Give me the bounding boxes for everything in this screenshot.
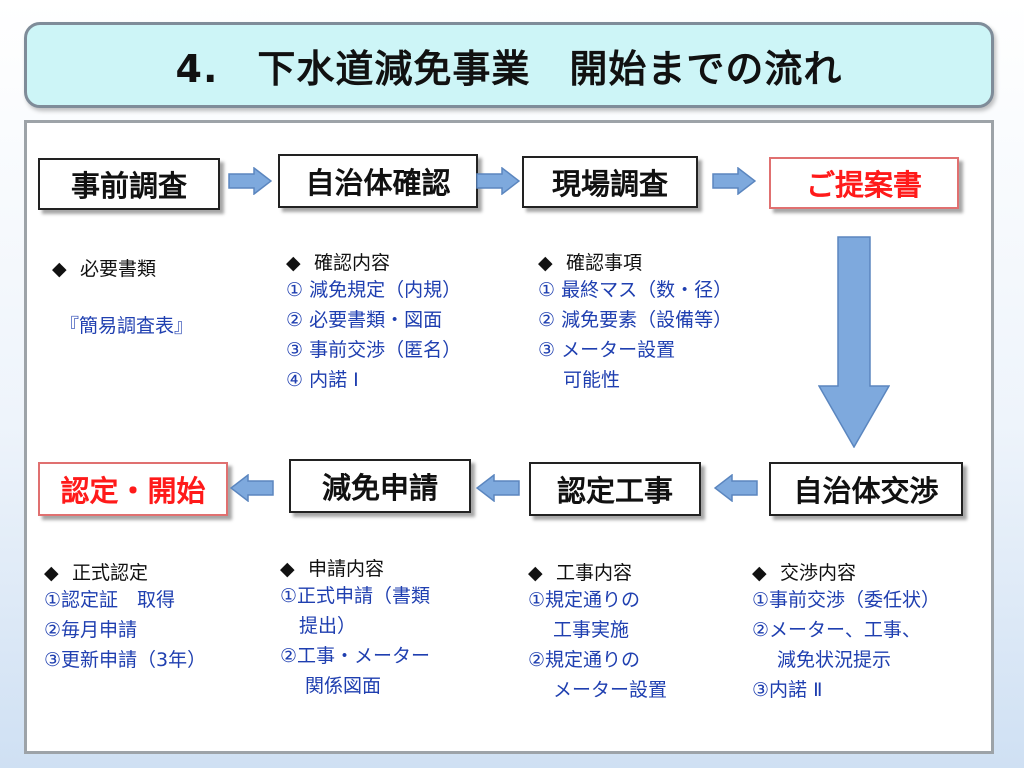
step-certification-start: 認定・開始: [38, 462, 228, 516]
detail-line: ② 減免要素（設備等）: [538, 309, 733, 331]
step-certified-construction: 認定工事: [529, 462, 701, 516]
detail-line: ③内諾 Ⅱ: [752, 679, 823, 701]
diamond-icon: ◆: [286, 252, 301, 274]
step-site-survey: 現場調査: [522, 156, 698, 208]
detail-line: 工事実施: [528, 619, 630, 641]
diamond-icon: ◆: [752, 562, 767, 584]
detail-header: 申請内容: [308, 558, 385, 580]
step-reduction-application: 減免申請: [289, 459, 471, 513]
detail-line: 関係図面: [280, 675, 382, 697]
detail-line: 減免状況提示: [752, 649, 892, 671]
step-municipality-negotiation: 自治体交渉: [769, 462, 963, 516]
detail-application-contents: ◆ 申請内容 ①正式申請（書類 提出） ②工事・メーター 関係図面: [280, 554, 430, 701]
detail-negotiation-contents: ◆ 交渉内容 ①事前交渉（委任状） ②メーター、工事、 減免状況提示 ③内諾 Ⅱ: [752, 558, 940, 705]
diamond-icon: ◆: [44, 562, 59, 584]
step-proposal: ご提案書: [769, 157, 959, 209]
detail-line: ③更新申請（3年）: [44, 649, 207, 671]
detail-line: ① 最終マス（数・径）: [538, 279, 733, 301]
arrow-right-icon: [476, 167, 520, 195]
detail-line: 『簡易調査表』: [60, 315, 194, 337]
detail-header: 必要書類: [80, 258, 157, 280]
detail-line: ① 減免規定（内規）: [286, 279, 462, 301]
diamond-icon: ◆: [52, 258, 67, 280]
arrow-right-icon: [228, 167, 272, 195]
detail-header: 工事内容: [556, 562, 633, 584]
diamond-icon: ◆: [528, 562, 543, 584]
detail-line: ②工事・メーター: [280, 645, 431, 667]
arrow-down-icon: [818, 236, 890, 448]
detail-line: ③ 事前交渉（匿名）: [286, 339, 462, 361]
step-preliminary-survey: 事前調査: [38, 158, 220, 210]
diamond-icon: ◆: [280, 558, 295, 580]
detail-required-documents: ◆ 必要書類 『簡易調査表』: [52, 254, 193, 341]
detail-line: ④ 内諾 Ⅰ: [286, 369, 359, 391]
detail-line: ② 必要書類・図面: [286, 309, 443, 331]
flow-panel: [24, 120, 994, 754]
detail-official-certification: ◆ 正式認定 ①認定証 取得 ②毎月申請 ③更新申請（3年）: [44, 558, 206, 675]
detail-line: 提出）: [280, 615, 357, 637]
step-municipality-confirmation: 自治体確認: [278, 154, 478, 208]
detail-line: ②規定通りの: [528, 649, 641, 671]
detail-line: 可能性: [538, 369, 621, 391]
arrow-left-icon: [230, 474, 274, 502]
page-title: 4. 下水道減免事業 開始までの流れ: [24, 22, 994, 108]
detail-header: 確認事項: [566, 252, 643, 274]
detail-header: 交渉内容: [780, 562, 857, 584]
detail-header: 確認内容: [314, 252, 391, 274]
detail-line: ①規定通りの: [528, 589, 641, 611]
detail-line: ①正式申請（書類: [280, 585, 431, 607]
detail-line: ②毎月申請: [44, 619, 138, 641]
detail-line: メーター設置: [528, 679, 668, 701]
detail-header: 正式認定: [72, 562, 149, 584]
detail-check-items: ◆ 確認事項 ① 最終マス（数・径） ② 減免要素（設備等） ③ メーター設置 …: [538, 248, 732, 395]
arrow-left-icon: [714, 474, 758, 502]
detail-construction-contents: ◆ 工事内容 ①規定通りの 工事実施 ②規定通りの メーター設置: [528, 558, 667, 705]
detail-line: ①認定証 取得: [44, 589, 176, 611]
arrow-left-icon: [476, 474, 520, 502]
detail-confirmation-items: ◆ 確認内容 ① 減免規定（内規） ② 必要書類・図面 ③ 事前交渉（匿名） ④…: [286, 248, 461, 395]
diamond-icon: ◆: [538, 252, 553, 274]
detail-line: ①事前交渉（委任状）: [752, 589, 941, 611]
detail-line: ③ メーター設置: [538, 339, 676, 361]
detail-line: ②メーター、工事、: [752, 619, 921, 641]
arrow-right-icon: [712, 167, 756, 195]
